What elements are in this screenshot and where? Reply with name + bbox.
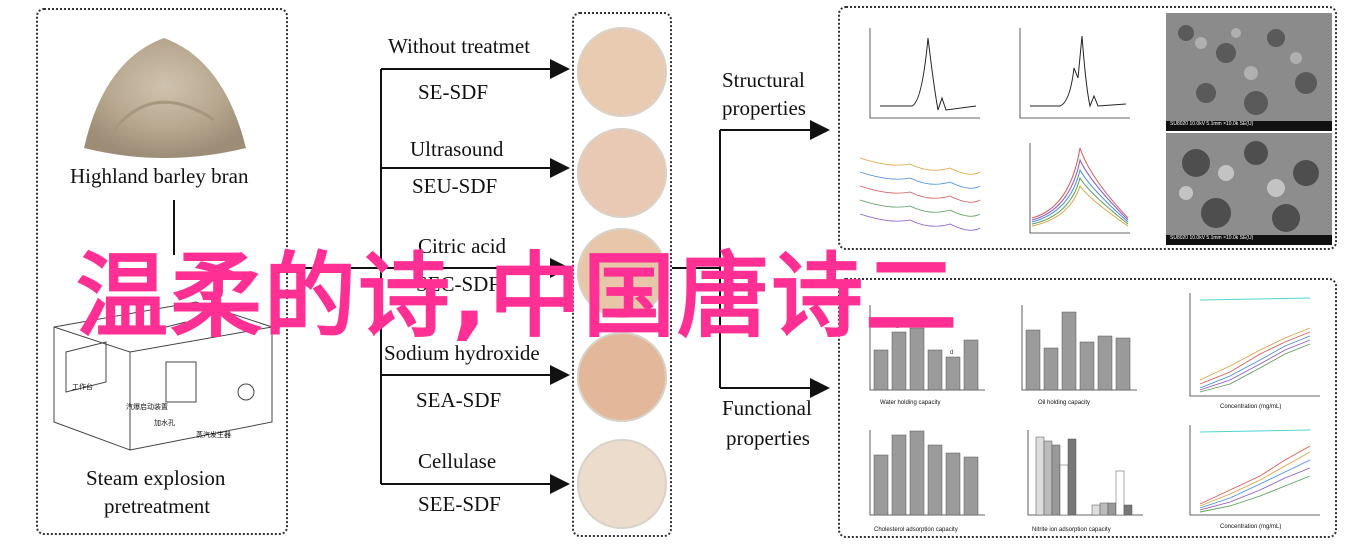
functional-label-line1: Functional [722,396,812,420]
cholesterol-chart: Cholesterol adsorption capacity [850,425,990,535]
plate-seu-sdf [577,128,667,218]
treatment-method-4: Sodium hydroxide [384,341,540,365]
dpph-xlabel: Concentration (mg/mL) [1220,404,1282,410]
water-holding-caption: Water holding capacity [880,400,941,406]
treatment-product-1: SE-SDF [418,80,489,104]
sem-caption-1: SU8020 10.0kV 5.1mm ×10.0k SE(U) [1170,121,1254,127]
treatment-method-3: Citric acid [418,234,507,258]
sem-caption-2: SU8020 10.0kV 5.1mm ×10.0k SE(U) [1170,235,1254,241]
machine-label-2: 汽爆启动装置 [126,403,168,411]
oil-holding-chart: Oil holding capacity [1002,300,1142,415]
bottom-raw-label-line2: pretreatment [104,494,211,518]
water-holding-chart: b d Water holding capacity [850,300,990,415]
sem-image-2: SU8020 10.0kV 5.1mm ×10.0k SE(U) [1166,133,1332,245]
down-connector-line [173,200,175,255]
svg-text:b: b [896,324,900,330]
plate-sea-sdf [577,332,667,422]
plate-see-sdf [577,439,667,529]
steam-explosion-machine-diagram: 工作台 汽爆启动装置 加水孔 蒸汽发生器 [46,272,282,457]
svg-text:d: d [950,350,953,356]
machine-label-3: 加水孔 [154,419,175,427]
plate-se-sdf [577,27,667,117]
top-raw-label: Highland barley bran [70,164,249,188]
functional-properties-box: b d Water holding capacity Oil holding ca… [838,278,1337,538]
machine-label-4: 蒸汽发生器 [196,431,231,439]
dsc-curve-1 [850,18,990,138]
treatment-method-2: Ultrasound [410,137,504,161]
functional-label-line2: properties [726,426,810,450]
property-arrows [672,120,830,398]
treatment-product-3: SEC-SDF [416,272,501,296]
bottom-raw-label-line1: Steam explosion [86,466,226,490]
dsc-curve-2 [1000,18,1140,138]
treatment-product-5: SEE-SDF [418,492,501,516]
nitrite-chart: Nitrite ion adsorption capacity [1008,425,1148,535]
treatment-method-1: Without treatmet [388,34,531,58]
structural-label-line2: properties [722,96,806,120]
treatment-method-5: Cellulase [418,449,497,473]
treatment-product-4: SEA-SDF [416,388,502,412]
oil-holding-caption: Oil holding capacity [1038,400,1091,406]
barley-bran-image [74,20,254,170]
abts-chart: Concentration (mg/mL) [1170,420,1332,535]
nitrite-caption: Nitrite ion adsorption capacity [1032,527,1111,533]
watermark-text: 温柔的诗,中国唐诗二 [76,243,959,350]
structural-properties-box: SU8020 10.0kV 5.1mm ×10.0k SE(U) [838,6,1337,250]
xrd-curves [1010,138,1160,243]
ftir-spectra [850,138,990,243]
sample-plates-box [572,12,672,537]
structural-label-line1: Structural [722,68,805,92]
treatment-arrows [288,59,570,494]
sem-image-1: SU8020 10.0kV 5.1mm ×10.0k SE(U) [1166,13,1332,131]
raw-material-box: Highland barley bran 工作台 汽爆启动装置 加水孔 蒸汽发生… [36,8,288,535]
cholesterol-caption: Cholesterol adsorption capacity [874,527,958,533]
dpph-chart: Concentration (mg/mL) [1170,288,1332,416]
abts-xlabel: Concentration (mg/mL) [1220,524,1282,530]
plate-sec-sdf [577,228,667,318]
machine-label-1: 工作台 [72,383,93,391]
treatment-product-2: SEU-SDF [412,174,498,198]
